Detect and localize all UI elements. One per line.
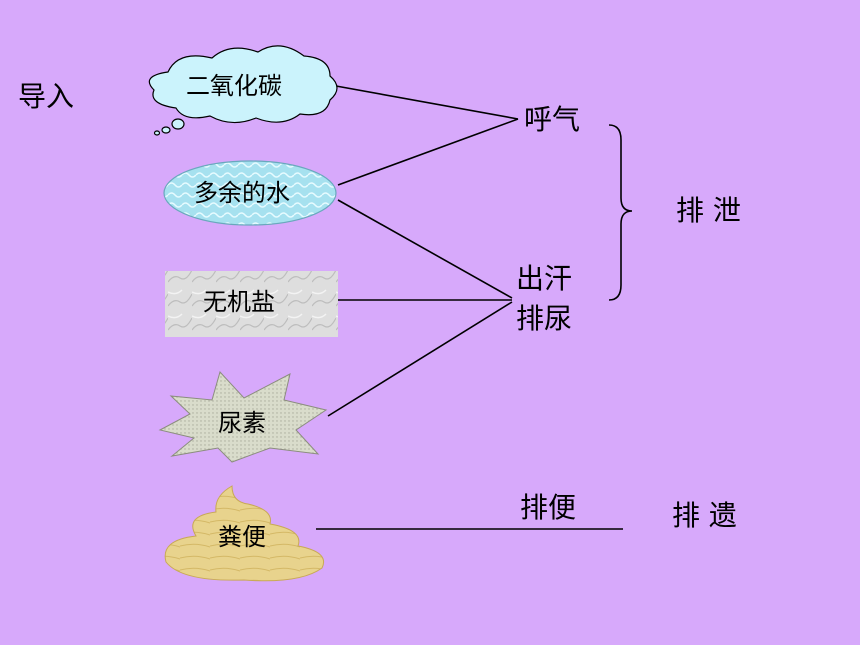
intro-label: 导入 bbox=[18, 80, 75, 113]
route-urine: 排尿 bbox=[516, 302, 573, 335]
category-excretion: 排 泄 bbox=[676, 194, 741, 227]
line-water-urine bbox=[337, 199, 513, 299]
line-water-breath bbox=[337, 118, 519, 186]
route-defecate: 排便 bbox=[520, 491, 577, 524]
connector-lines bbox=[316, 85, 623, 530]
urea-label: 尿素 bbox=[218, 409, 266, 437]
feces-label: 粪便 bbox=[218, 523, 266, 551]
route-breath: 呼气 bbox=[524, 103, 581, 136]
cloud-shape bbox=[148, 45, 338, 136]
line-urea-urine bbox=[327, 301, 513, 417]
co2-label: 二氧化碳 bbox=[186, 72, 282, 100]
feces-shape bbox=[164, 485, 324, 582]
urea-shape bbox=[158, 371, 328, 463]
line-co2-breath bbox=[335, 85, 519, 120]
salt-shape bbox=[165, 271, 338, 337]
water-label: 多余的水 bbox=[194, 179, 290, 207]
route-sweat: 出汗 bbox=[516, 262, 573, 295]
water-shape bbox=[163, 160, 337, 226]
brace bbox=[608, 124, 633, 301]
salt-label: 无机盐 bbox=[203, 288, 275, 316]
category-egestion: 排 遗 bbox=[672, 499, 737, 532]
